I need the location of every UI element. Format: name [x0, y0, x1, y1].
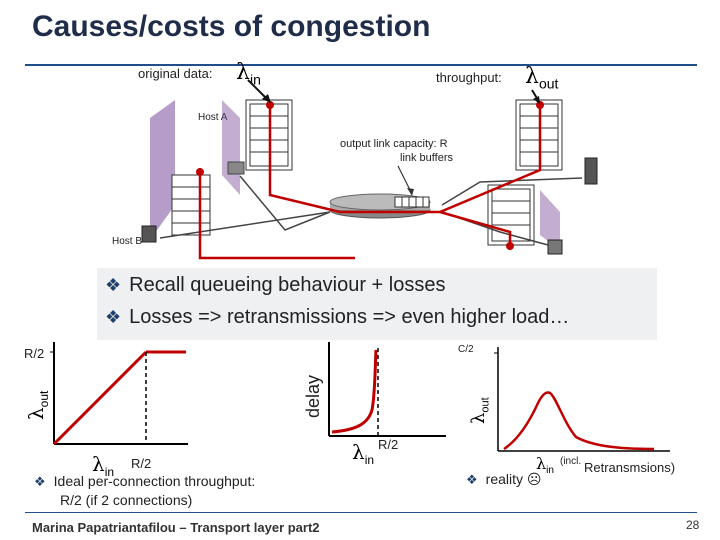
bullet-box: ❖Recall queueing behaviour + losses ❖Los… — [97, 268, 657, 340]
graph3-caption: ❖reality ☹ — [466, 471, 542, 488]
footer-text: Marina Papatriantafilou – Transport laye… — [32, 520, 320, 535]
graph1-x-tick: R/2 — [131, 456, 152, 471]
link-buffers-icon — [394, 196, 430, 208]
graph3-ylabel: λout — [468, 397, 492, 424]
graph2-xlabel: λin — [352, 440, 375, 467]
graph2-plot — [328, 342, 446, 437]
graph1-xlabel: λin — [92, 452, 115, 479]
graph3-reality-curve — [503, 391, 655, 451]
flow-a-start — [266, 101, 274, 109]
graph1-rising-line — [52, 350, 148, 446]
lambda-in-arrow — [247, 79, 269, 101]
host-a-label: Host A — [198, 112, 228, 123]
laptop-a-icon — [227, 161, 245, 175]
link-c — [441, 177, 583, 206]
sad-face-icon: ☹ — [526, 472, 542, 488]
lambda-out-label: λout — [525, 64, 559, 92]
graph3-xlabel-incl: (incl. — [560, 456, 582, 467]
host-b-label: Host B — [112, 236, 143, 247]
bullet-item: ❖Losses => retransmissions => even highe… — [105, 306, 570, 328]
graph2-ylabel: delay — [303, 374, 323, 418]
diamond-bullet-icon: ❖ — [105, 307, 122, 327]
graph3-plot — [494, 347, 670, 452]
capacity-label: output link capacity: R — [340, 138, 448, 150]
flow-b-line — [198, 168, 355, 260]
graph3-xlabel-rest: Retransmsions) — [584, 460, 676, 475]
buffer-stack-d — [487, 184, 535, 246]
footer-rule — [25, 512, 697, 513]
network-diagram — [141, 79, 598, 260]
original-data-label: original data: — [138, 66, 213, 81]
host-a-shadow-2 — [222, 100, 240, 195]
flow-b-out — [439, 210, 512, 245]
graph1-caption-2: R/2 (if 2 connections) — [60, 492, 193, 508]
graph1-caption: ❖Ideal per-connection throughput: — [34, 473, 256, 489]
diamond-bullet-icon: ❖ — [466, 472, 478, 487]
bullet-item: ❖Recall queueing behaviour + losses — [105, 274, 446, 296]
title-rule — [25, 64, 697, 66]
slide-title: Causes/costs of congestion — [32, 10, 431, 43]
flow-a-end — [536, 101, 544, 109]
link-b — [159, 211, 331, 239]
flow-a-line — [268, 105, 542, 214]
lambda-in-label: λin — [236, 60, 261, 88]
graph3-y-tick: C/2 — [458, 344, 474, 355]
server-c-icon — [584, 157, 598, 185]
throughput-label: throughput: — [436, 70, 502, 85]
graph1-y-tick: R/2 — [24, 346, 45, 361]
host-c-shadow — [540, 190, 560, 250]
buffer-stack-b — [171, 174, 211, 236]
graph1-plot — [50, 342, 188, 446]
graph2-delay-curve — [331, 349, 378, 434]
host-a-shadow — [150, 100, 175, 240]
link-a — [239, 175, 331, 231]
graph1-ylabel: λout — [24, 390, 51, 420]
graph2-x-tick: R/2 — [378, 437, 399, 452]
page-number: 28 — [686, 518, 700, 532]
diamond-bullet-icon: ❖ — [105, 275, 122, 295]
server-d-icon — [547, 239, 563, 255]
graph3-xlabel: λin — [536, 454, 554, 477]
flow-b-start — [196, 168, 204, 176]
server-b-icon — [141, 225, 157, 243]
flow-b-end — [506, 242, 514, 250]
buffers-label: link buffers — [400, 152, 453, 164]
diamond-bullet-icon: ❖ — [34, 474, 46, 489]
